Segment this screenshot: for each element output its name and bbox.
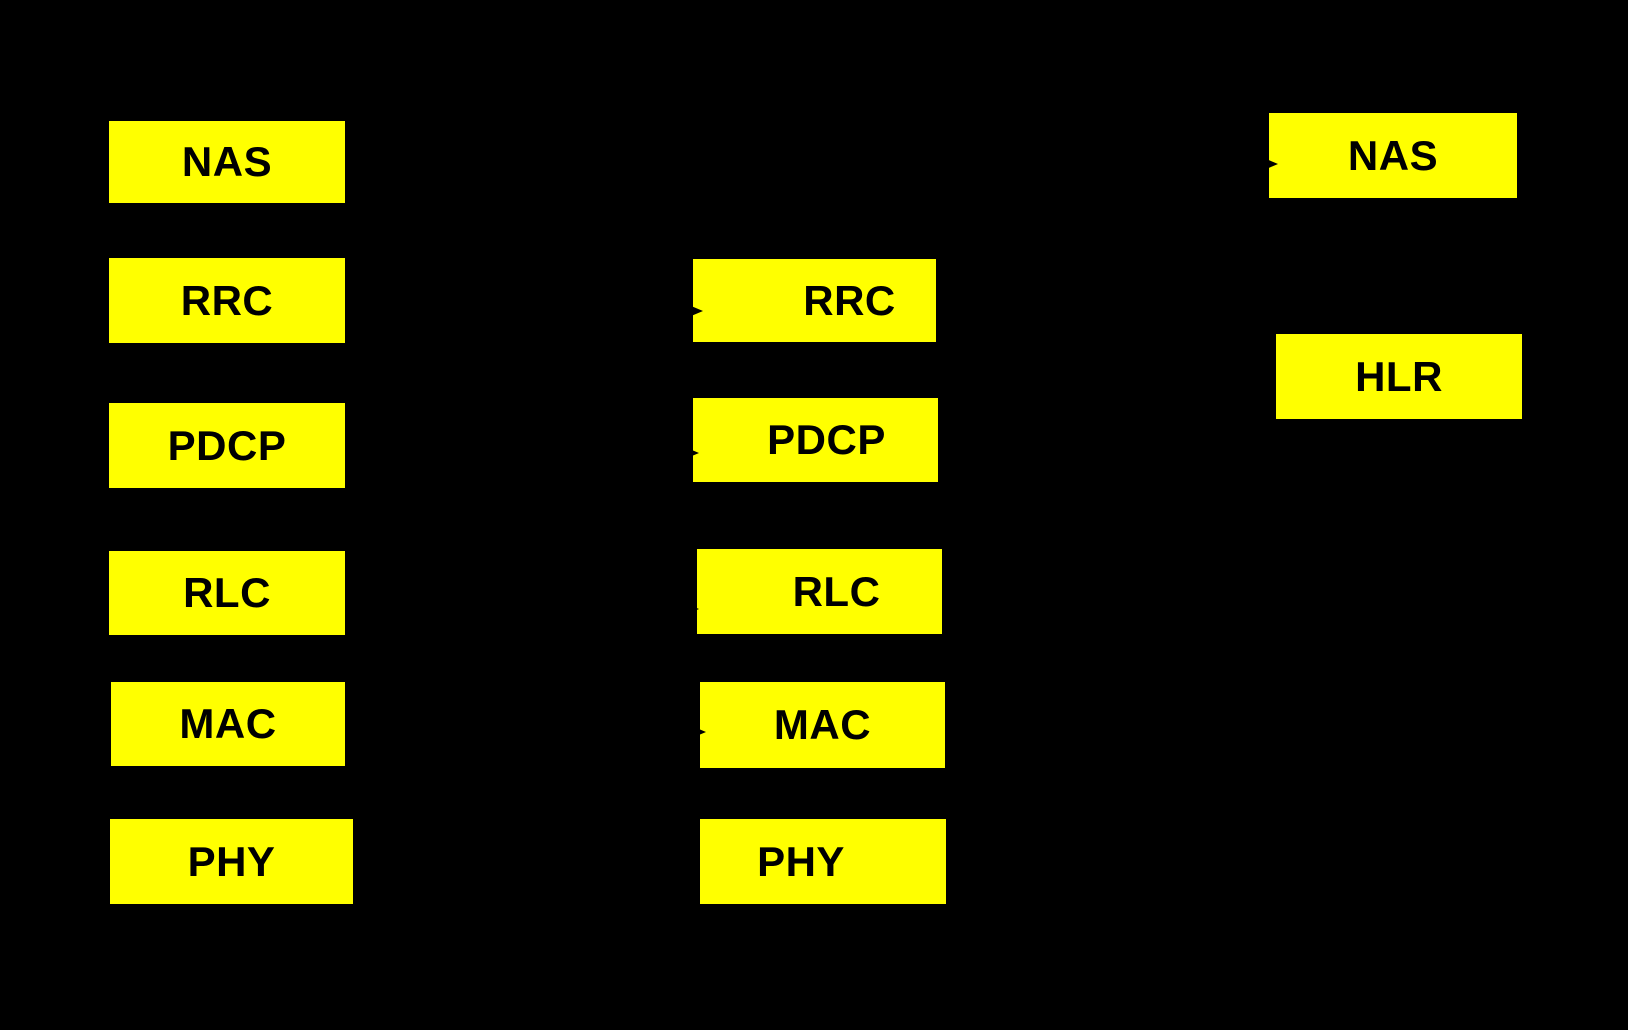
box-label: NAS [181,138,273,185]
arrow-tip-icon [680,601,699,617]
box-middle-phy: PHY [700,819,946,904]
box-label: MAC [179,700,277,747]
box-middle-rlc: RLC [697,549,942,634]
arrow-tip-icon [1259,156,1278,172]
box-label: MAC [773,701,872,748]
box-label: NAS [1347,131,1439,179]
box-left-nas: NAS [109,121,345,203]
arrow-tip-icon [684,303,703,319]
box-middle-pdcp: PDCP [693,398,938,482]
box-left-rlc: RLC [109,551,345,635]
box-right-hlr: HLR [1276,334,1522,419]
arrow-tip-icon [687,724,706,740]
arrow-tip-icon [680,445,699,461]
box-left-phy: PHY [110,819,353,904]
box-label: HLR [1355,352,1443,400]
box-label: RRC [803,276,896,324]
box-label: PDCP [767,416,886,463]
box-label: PHY [187,837,276,885]
box-middle-mac: MAC [700,682,945,768]
box-left-mac: MAC [111,682,345,766]
box-right-nas: NAS [1269,113,1517,198]
box-label: RLC [792,567,881,615]
box-label: RLC [183,569,271,616]
box-middle-rrc: RRC [693,259,936,342]
box-left-pdcp: PDCP [109,403,345,488]
box-left-rrc: RRC [109,258,345,343]
box-label: PHY [757,837,845,885]
box-label: RRC [180,276,274,324]
box-label: PDCP [167,421,287,469]
